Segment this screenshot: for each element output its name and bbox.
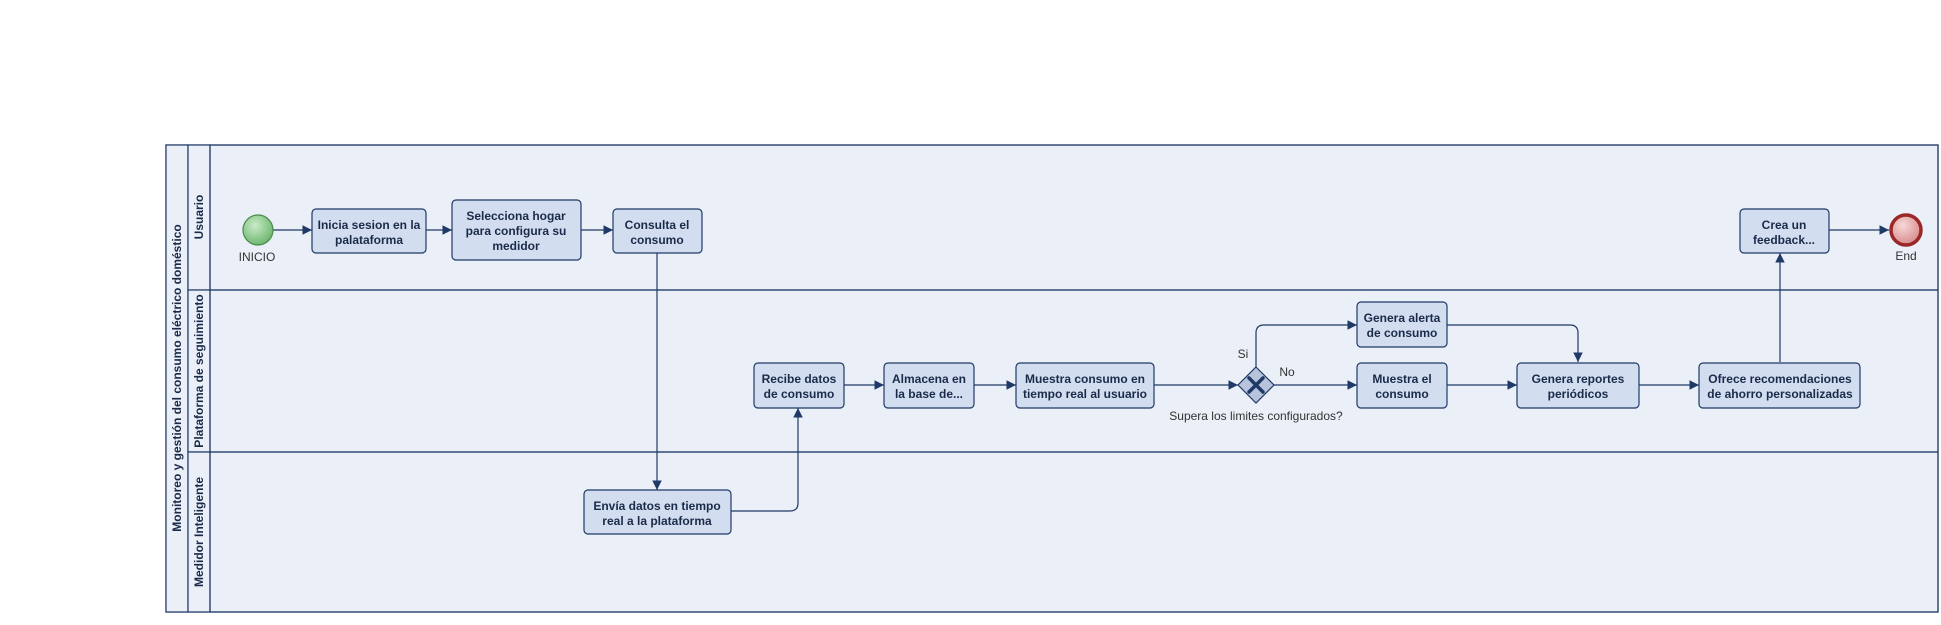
task-muestra-consumo-line-1: Muestra el bbox=[1372, 372, 1431, 386]
gateway-yes-label: Si bbox=[1238, 347, 1249, 361]
gateway-question-label: Supera los limites configurados? bbox=[1169, 409, 1343, 423]
task-genera-reportes-box[interactable] bbox=[1516, 362, 1640, 409]
exclusive-gateway[interactable]: Supera los limites configurados? Si No bbox=[1169, 347, 1343, 423]
start-event[interactable]: INICIO bbox=[239, 214, 276, 264]
task-almacena-box[interactable] bbox=[883, 362, 975, 409]
task-selecciona-hogar-line-1: Selecciona hogar bbox=[466, 209, 566, 223]
task-recibe-datos-line-2: de consumo bbox=[764, 387, 835, 401]
task-genera-reportes-line-2: periódicos bbox=[1548, 387, 1609, 401]
task-consulta-consumo-box[interactable] bbox=[612, 208, 703, 254]
task-genera-reportes-line-1: Genera reportes bbox=[1532, 372, 1625, 386]
flow-gateway-alerta[interactable] bbox=[1255, 320, 1357, 367]
start-event-label: INICIO bbox=[239, 250, 276, 264]
task-muestra-consumo-box[interactable] bbox=[1356, 362, 1448, 409]
task-muestra-consumo-line-2: consumo bbox=[1375, 387, 1428, 401]
lane-plataforma-label: Plataforma de seguimiento bbox=[192, 294, 206, 447]
start-event-circle[interactable] bbox=[242, 214, 274, 246]
gateway-no-label: No bbox=[1279, 365, 1295, 379]
task-inicia-sesion-line-2: palataforma bbox=[335, 233, 403, 247]
lane-usuario-label: Usuario bbox=[192, 195, 206, 240]
task-crea-feedback-line-1: Crea un bbox=[1762, 218, 1807, 232]
task-consulta-consumo-line-2: consumo bbox=[630, 233, 683, 247]
task-selecciona-hogar-line-3: medidor bbox=[492, 239, 540, 253]
lane-plataforma: Plataforma de seguimiento bbox=[187, 289, 1939, 453]
task-muestra-tiempo-real-box[interactable] bbox=[1015, 362, 1155, 409]
task-ofrece-recomendaciones-box[interactable] bbox=[1698, 362, 1861, 409]
task-genera-alerta-line-2: de consumo bbox=[1367, 326, 1438, 340]
task-inicia-sesion-line-1: Inicia sesion en la bbox=[318, 218, 421, 232]
task-selecciona-hogar-line-2: para configura su bbox=[466, 224, 567, 238]
task-muestra-tiempo-real-line-1: Muestra consumo en bbox=[1025, 372, 1145, 386]
task-envia-datos-box[interactable] bbox=[583, 489, 732, 535]
end-event-label: End bbox=[1895, 249, 1916, 263]
task-recibe-datos-box[interactable] bbox=[753, 362, 845, 409]
pool-title: Monitoreo y gestión del consumo eléctric… bbox=[170, 224, 184, 531]
lane-medidor-label: Medidor Inteligente bbox=[192, 477, 206, 587]
task-inicia-sesion-box[interactable] bbox=[311, 208, 427, 254]
end-event[interactable]: End bbox=[1889, 213, 1923, 263]
flow-alerta-reportes[interactable] bbox=[1447, 324, 1583, 362]
task-envia-datos-line-2: real a la plataforma bbox=[602, 514, 712, 528]
task-ofrece-recomendaciones-line-1: Ofrece recomendaciones bbox=[1708, 372, 1852, 386]
pool-title-text: Monitoreo y gestión del consumo eléctric… bbox=[170, 224, 184, 531]
lane-medidor: Medidor Inteligente bbox=[187, 451, 1939, 613]
sequence-flows bbox=[273, 225, 1889, 512]
task-consulta-consumo-line-1: Consulta el bbox=[625, 218, 690, 232]
task-muestra-tiempo-real-line-2: tiempo real al usuario bbox=[1023, 387, 1147, 401]
gateway-x-icon bbox=[1247, 376, 1265, 394]
task-envia-datos-line-1: Envía datos en tiempo bbox=[593, 499, 720, 513]
task-genera-alerta-box[interactable] bbox=[1356, 301, 1448, 348]
lane-medidor-body bbox=[209, 451, 1939, 613]
task-genera-alerta-line-1: Genera alerta bbox=[1364, 311, 1441, 325]
task-recibe-datos-line-1: Recibe datos bbox=[762, 372, 837, 386]
task-almacena-line-1: Almacena en bbox=[892, 372, 966, 386]
task-crea-feedback-box[interactable] bbox=[1739, 208, 1830, 254]
end-event-circle[interactable] bbox=[1889, 213, 1923, 247]
task-crea-feedback-line-2: feedback... bbox=[1753, 233, 1815, 247]
flow-envia-recibe[interactable] bbox=[731, 408, 803, 512]
task-selecciona-hogar-box[interactable] bbox=[451, 199, 582, 261]
task-ofrece-recomendaciones-line-2: de ahorro personalizadas bbox=[1707, 387, 1853, 401]
task-almacena-line-2: la base de... bbox=[895, 387, 963, 401]
